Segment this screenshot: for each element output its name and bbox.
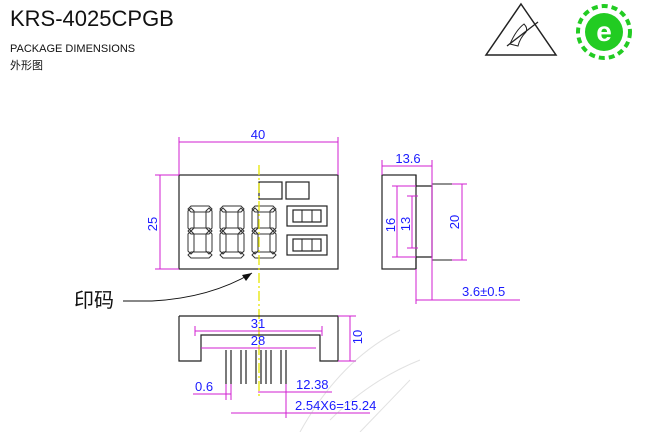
front-view <box>178 165 339 398</box>
height-dimension: 25 <box>145 174 179 270</box>
bottom-view <box>178 315 339 384</box>
dim-width: 40 <box>251 127 265 142</box>
dim-bottom-outer: 31 <box>251 316 265 331</box>
page-title: KRS-4025CPGB <box>10 6 174 31</box>
dim-height: 25 <box>145 217 160 231</box>
dim-side-inner: 16 <box>383 218 398 232</box>
dim-side-width: 13.6 <box>395 151 420 166</box>
print-mark-callout: 印码 <box>74 272 253 312</box>
dim-pin-offset: 3.6±0.5 <box>462 284 505 299</box>
print-mark-label: 印码 <box>74 288 114 312</box>
dim-side-outer: 20 <box>447 215 462 229</box>
watermark-stamp <box>299 329 421 432</box>
bottom-dimensions: 31 28 10 0.6 12.38 2.54X6=15.24 <box>193 315 376 418</box>
rohs-recycle-icon: e <box>576 4 632 60</box>
width-dimension: 40 <box>178 127 339 175</box>
page-subtitle-cn: 外形图 <box>10 59 43 72</box>
svg-text:e: e <box>596 16 612 47</box>
side-view <box>381 174 452 300</box>
esd-warning-icon <box>484 2 558 56</box>
dim-bottom-height: 10 <box>350 330 365 344</box>
dim-side-inner2: 13 <box>398 217 413 231</box>
dim-pin-pitch: 2.54X6=15.24 <box>295 398 376 413</box>
dim-pin-width: 0.6 <box>195 379 213 394</box>
side-dimensions: 13.6 16 13 20 3.6±0.5 <box>381 151 520 304</box>
page-subtitle: PACKAGE DIMENSIONS <box>10 43 136 55</box>
dim-pin-center: 12.38 <box>296 377 329 392</box>
dim-bottom-inner: 28 <box>251 333 265 348</box>
